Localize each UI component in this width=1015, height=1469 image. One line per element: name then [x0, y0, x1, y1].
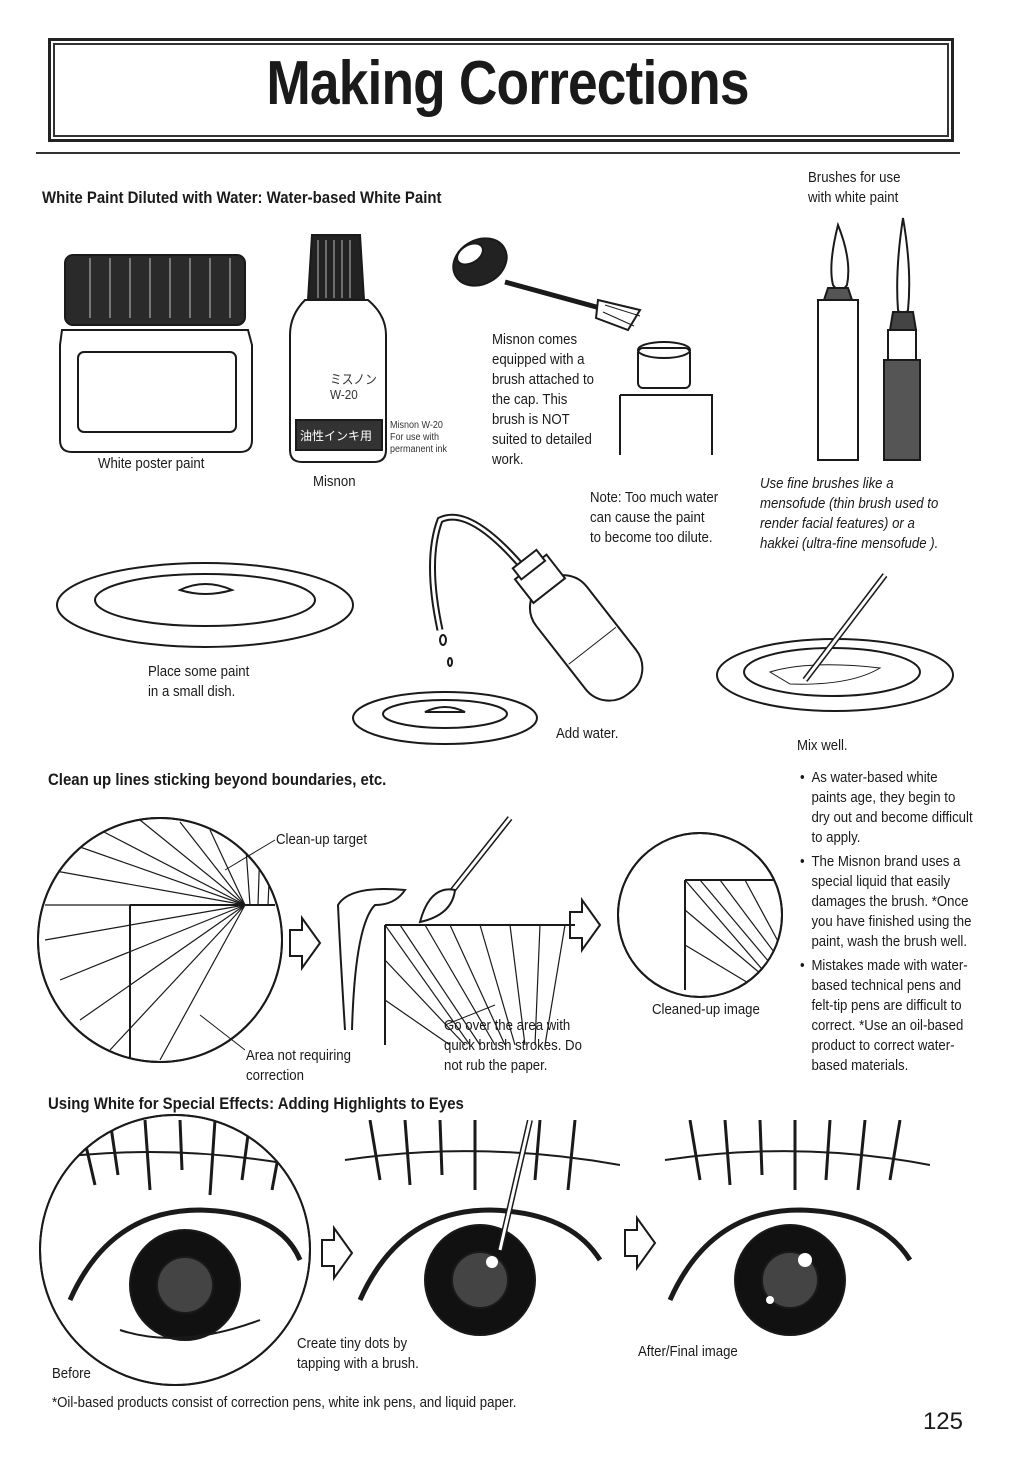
add-water-caption: Add water.	[556, 725, 619, 742]
after-label: After/Final image	[638, 1343, 738, 1360]
fine-brushes-note: Use fine brushes like a mensofude (thin …	[760, 475, 939, 552]
section3-heading: Using White for Special Effects: Adding …	[48, 1094, 464, 1113]
dish-caption: Place some paint in a small dish.	[148, 663, 250, 700]
svg-text:油性インキ用: 油性インキ用	[300, 429, 372, 443]
water-dish-icon	[352, 691, 538, 745]
mix-well-caption: Mix well.	[797, 737, 848, 754]
paint-dish-icon	[56, 562, 354, 648]
go-over-note: Go over the area with quick brush stroke…	[444, 1017, 582, 1074]
eye-highlight-illustration	[344, 1120, 620, 1336]
misnon-label: Misnon	[313, 473, 356, 490]
cleanup-target-label: Clean-up target	[276, 831, 367, 848]
fine-brushes-icon	[817, 217, 921, 461]
eye-before-illustration	[39, 1114, 311, 1386]
page-number: 125	[922, 1408, 963, 1435]
cleaned-up-label: Cleaned-up image	[652, 1001, 760, 1018]
tip-item: Mistakes made with water-based technical…	[800, 956, 974, 1076]
section1-heading: White Paint Diluted with Water: Water-ba…	[42, 188, 442, 207]
brush-stroke-illustration	[336, 816, 575, 1046]
misnon-bottle-text: ミスノン W-20	[330, 372, 377, 402]
open-bottle-icon	[619, 341, 713, 455]
divider	[36, 152, 960, 154]
cap-brush-icon	[452, 237, 642, 332]
area-not-requiring-label: Area not requiring correction	[246, 1047, 351, 1084]
section2-heading: Clean up lines sticking beyond boundarie…	[48, 770, 387, 789]
arrow-icon	[289, 896, 657, 1282]
tip-item: The Misnon brand uses a special liquid t…	[800, 852, 974, 952]
cleanup-target-illustration	[37, 817, 283, 1063]
title-frame	[48, 38, 954, 142]
eye-after-illustration	[664, 1120, 930, 1336]
poster-paint-jar-icon	[59, 254, 253, 453]
before-label: Before	[52, 1365, 91, 1382]
misnon-note: Misnon W-20 For use with permanent ink	[390, 420, 448, 455]
cleaned-up-illustration	[617, 832, 783, 998]
misnon-bottle-icon: 油性インキ用	[289, 234, 387, 463]
misnon-brush-note: Misnon comes equipped with a brush attac…	[492, 331, 595, 468]
brushes-caption: Brushes for use with white paint	[808, 169, 901, 206]
water-note: Note: Too much water can cause the paint…	[590, 489, 719, 546]
page-title: Making Corrections	[266, 49, 749, 118]
poster-paint-label: White poster paint	[98, 455, 205, 472]
footnote: *Oil-based products consist of correctio…	[52, 1394, 517, 1411]
tip-item: As water-based white paints age, they be…	[800, 768, 974, 848]
water-bottle-icon	[429, 513, 644, 702]
tips-list: As water-based white paints age, they be…	[800, 768, 974, 1080]
create-dots-label: Create tiny dots by tapping with a brush…	[297, 1335, 419, 1372]
mixing-dish-icon	[716, 573, 954, 712]
